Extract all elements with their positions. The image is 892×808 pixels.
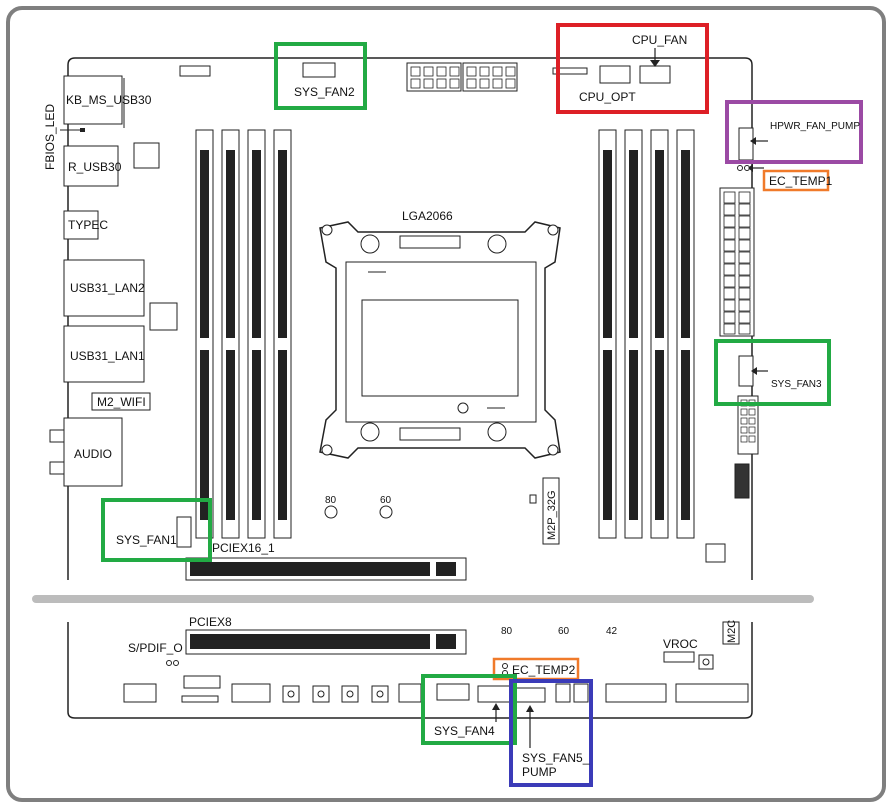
r-usb30-label: R_USB30	[68, 160, 122, 174]
hpwr-fan-pump-header	[738, 127, 754, 161]
atx12v-connector-2	[462, 62, 518, 92]
board-lower-outline	[67, 622, 753, 719]
sys-fan5-pump-label-line1: SYS_FAN5_	[522, 751, 590, 765]
m2c-slot	[722, 621, 740, 645]
hpwr-fan-pump-label: HPWR_FAN_PUMP	[770, 121, 860, 132]
front-panel-header-1	[605, 683, 667, 703]
spdif-o-label: S/PDIF_O	[128, 641, 183, 655]
sys-fan2-header	[302, 62, 336, 78]
pciex8-label: PCIEX8	[189, 615, 232, 629]
sys-fan5-pump-header	[514, 687, 546, 703]
hpwr-fan-pump-highlight	[725, 100, 863, 164]
cpu-fan-label: CPU_FAN	[632, 33, 687, 47]
m2-wifi-slot	[91, 392, 151, 411]
usb31-lan1-port	[63, 325, 145, 383]
pciex16-1-label: PCIEX16_1	[212, 541, 275, 555]
cpu-fan-header	[639, 65, 671, 84]
audio-label: AUDIO	[74, 447, 112, 461]
sys-fan4-header	[436, 683, 470, 701]
standoff-80-upper-label: 80	[325, 495, 337, 506]
sys-fan5-pump-highlight	[509, 679, 593, 787]
m2p-32g-label: M2P_32G	[546, 490, 558, 540]
sys-fan1-label: SYS_FAN1	[116, 533, 177, 547]
sys-fan4-label: SYS_FAN4	[434, 724, 495, 738]
sys-fan2-label: SYS_FAN2	[294, 85, 355, 99]
sys-fan3-highlight	[714, 339, 831, 406]
vroc-header	[663, 651, 695, 663]
sys-fan1-highlight	[101, 498, 212, 562]
sys-fan5-pump-label-line2: PUMP	[522, 765, 557, 779]
standoff-80-upper	[324, 505, 338, 519]
cpu-opt-header	[599, 65, 631, 84]
fbios-led-label: FBIOS_LED	[43, 104, 57, 170]
tpm-header	[231, 683, 271, 703]
cpu-opt-label: CPU_OPT	[579, 90, 636, 104]
board-upper-outline	[67, 57, 753, 580]
spdif-header	[183, 675, 221, 689]
vroc-label: VROC	[663, 637, 698, 651]
dimm-slots-left	[195, 129, 292, 539]
standoff-42-lower-label: 42	[606, 626, 618, 637]
m2p-slot	[542, 477, 560, 545]
front-panel-header-2	[675, 683, 749, 703]
sys-fan3-header	[738, 355, 754, 387]
standoff-60-upper-label: 60	[380, 495, 392, 506]
top-left-header	[179, 65, 211, 77]
dimm-slots-right	[598, 129, 695, 539]
ec-temp2-label: EC_TEMP2	[512, 663, 576, 677]
kb-ms-usb30-label: KB_MS_USB30	[66, 93, 152, 107]
cpu-socket	[319, 221, 561, 459]
m2c-label: M2C	[726, 620, 738, 643]
r-usb30-port	[63, 145, 119, 187]
ec-temp1-label: EC_TEMP1	[769, 174, 833, 188]
usb30-front-header	[737, 395, 759, 455]
standoff-60-lower-label: 60	[558, 626, 570, 637]
kb-ms-usb30-port	[63, 75, 123, 125]
typec-port	[63, 210, 99, 240]
atx-24pin-connector	[719, 187, 755, 337]
usb31-lan2-port	[63, 259, 145, 317]
usb31-lan2-label: USB31_LAN2	[70, 281, 145, 295]
atx12v-connector-1	[406, 62, 462, 92]
front-audio-header	[123, 683, 157, 703]
audio-port	[63, 417, 123, 487]
sys-fan3-label: SYS_FAN3	[771, 379, 822, 390]
sys-fan2-highlight	[274, 42, 367, 110]
usb31-lan1-label: USB31_LAN1	[70, 349, 145, 363]
standoff-60-upper	[379, 505, 393, 519]
usb31-front-header	[734, 463, 750, 499]
typec-label: TYPEC	[68, 218, 108, 232]
sys-fan4-highlight	[421, 674, 517, 745]
cpu-socket-label: LGA2066	[402, 209, 453, 223]
ec-temp1-highlight	[762, 169, 830, 192]
cpu-fan-highlight	[556, 23, 709, 114]
standoff-80-lower-label: 80	[501, 626, 513, 637]
sys-fan1-header	[176, 516, 192, 548]
m2-wifi-label: M2_WIFI	[97, 395, 146, 409]
